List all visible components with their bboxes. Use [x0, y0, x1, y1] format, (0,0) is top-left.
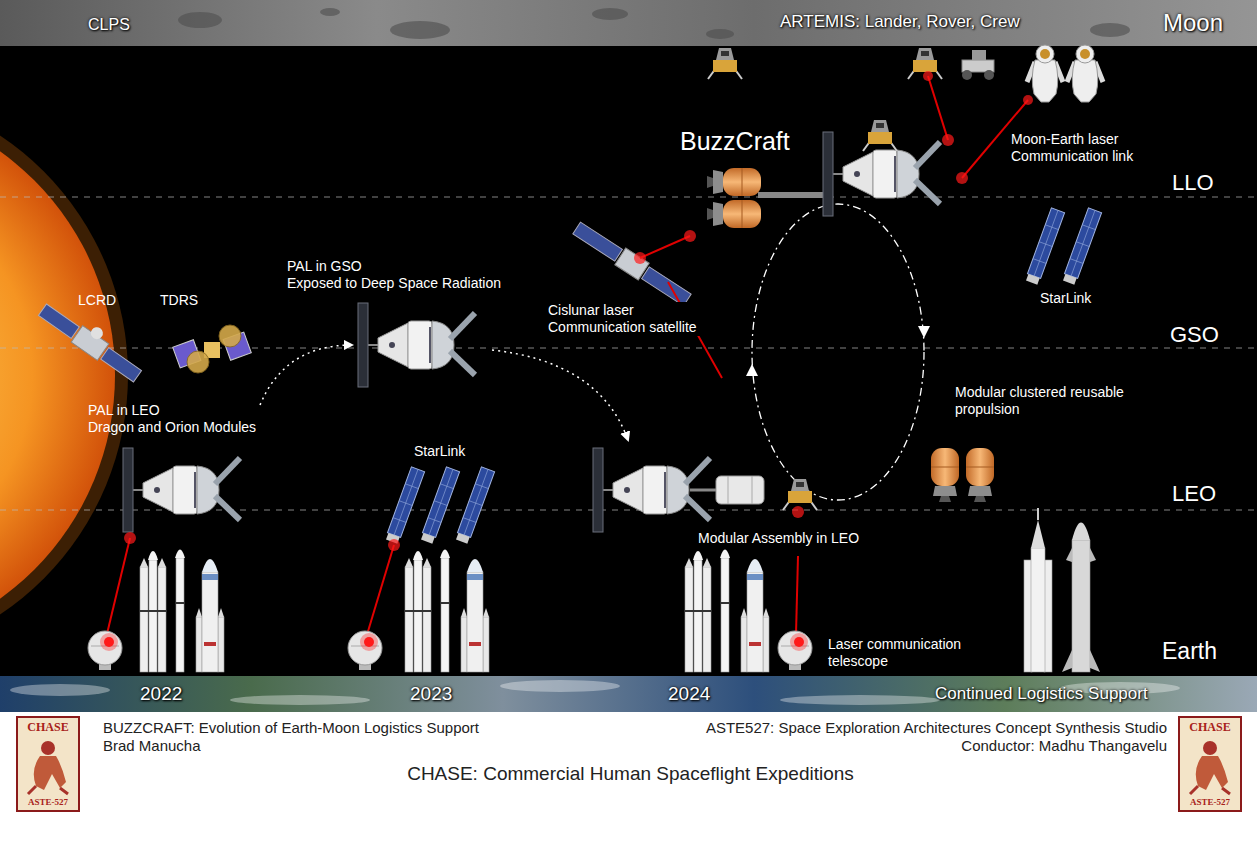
propulsion-tank [931, 448, 959, 502]
footer-author: Brad Manucha [103, 737, 201, 755]
launch-vehicles [405, 550, 489, 673]
node-text: ASTE-527 [18, 797, 78, 808]
node-text: 2024 [668, 683, 710, 706]
moon-band: CLPS ARTEMIS: Lander, Rover, Crew Moon [0, 0, 1257, 46]
footer-title: BUZZCRAFT: Evolution of Earth-Moon Logis… [103, 719, 479, 737]
chase-logo-box: CHASE ASTE-527 [1178, 716, 1242, 812]
starship-rocket [1062, 523, 1100, 673]
stage-note: Dragon and Orion Modules [88, 419, 256, 436]
earth-clouds [10, 680, 1180, 705]
node-text: ASTE-527 [1180, 797, 1240, 808]
launch-vehicles [140, 550, 224, 673]
footer-conductor: Conductor: Madhu Thangavelu [961, 737, 1167, 755]
laser-telescope [88, 631, 122, 670]
starlink-satellite [1062, 208, 1101, 285]
chase-logo [16, 716, 80, 812]
orbit-level: Earth [1162, 638, 1217, 666]
orbit-level: LLO [1172, 170, 1214, 196]
starlink-satellite [420, 467, 459, 544]
orbit-levels [0, 197, 1257, 510]
link-note: Moon-Earth laser Communication link [1008, 131, 1194, 165]
pal-spacecraft [358, 303, 475, 387]
stage-note: Exposed to Deep Space Radiation [287, 275, 501, 292]
tdrs-satellite [173, 325, 252, 373]
orbit-level: GSO [1170, 322, 1219, 348]
sun-glow [0, 87, 128, 663]
transfer-arc [260, 345, 352, 405]
transfer-arc [492, 350, 628, 440]
earth-band: 2022 2023 2024 Continued Logistics Support [0, 676, 1257, 712]
lander [783, 479, 817, 510]
moon-surface [0, 0, 1257, 46]
stage-note: PAL in LEO [88, 402, 160, 419]
footer-course: ASTE527: Space Exploration Architectures… [706, 719, 1167, 737]
sls-rocket [1024, 508, 1052, 672]
node-text: ARTEMIS: Lander, Rover, Crew [780, 12, 1020, 32]
satellite-note: Cislunar laser Communication satellite [545, 302, 716, 336]
satellite-name: LCRD [78, 292, 116, 309]
astronaut [1067, 45, 1103, 102]
starlink-satellite [1025, 208, 1064, 285]
pal-spacecraft [123, 448, 240, 532]
node-text: Moon [1163, 9, 1223, 38]
moon-craters [178, 8, 1130, 39]
rover [962, 50, 994, 80]
node-text: CLPS [88, 15, 130, 34]
orbit-level: LEO [1172, 481, 1216, 507]
node-text: 2022 [140, 683, 182, 706]
launch-vehicles [685, 550, 769, 673]
starlink-satellite [385, 467, 424, 544]
telescope-note: Laser communication telescope [828, 636, 978, 670]
node-text: CHASE [1180, 720, 1240, 734]
chase-logo-box: CHASE ASTE-527 [16, 716, 80, 812]
satellite-name: TDRS [160, 292, 198, 309]
node-text: CHASE [18, 720, 78, 734]
footer-caption: CHASE: Commercial Human Spaceflight Expe… [2, 763, 1257, 786]
propulsion-tank [966, 448, 994, 502]
laser-telescope [348, 631, 382, 670]
node-text: Continued Logistics Support [935, 684, 1148, 704]
cycle-arrow [746, 364, 758, 376]
lcrd-satellite [37, 295, 148, 384]
cycle-arrow [918, 326, 930, 338]
cislunar-cycle [752, 204, 924, 500]
starlink-satellite [455, 467, 494, 544]
assembly-module [690, 476, 764, 504]
satellite-name: StarLink [1040, 290, 1091, 307]
stage-note: PAL in GSO [287, 258, 362, 275]
lander [708, 48, 742, 79]
laser-telescope [778, 631, 812, 670]
earth-surface [0, 676, 1257, 712]
node-text: 2023 [410, 683, 452, 706]
propulsion-note: Modular clustered reusable propulsion [955, 384, 1155, 418]
sun [0, 100, 115, 650]
laser-glow [124, 71, 1033, 551]
stage-note: Modular Assembly in LEO [698, 530, 859, 547]
laser-links [106, 76, 1028, 638]
craft-name: BuzzCraft [680, 126, 790, 156]
satellite-name: StarLink [414, 443, 465, 460]
astronaut [1027, 45, 1063, 102]
chase-logo [1178, 716, 1242, 812]
